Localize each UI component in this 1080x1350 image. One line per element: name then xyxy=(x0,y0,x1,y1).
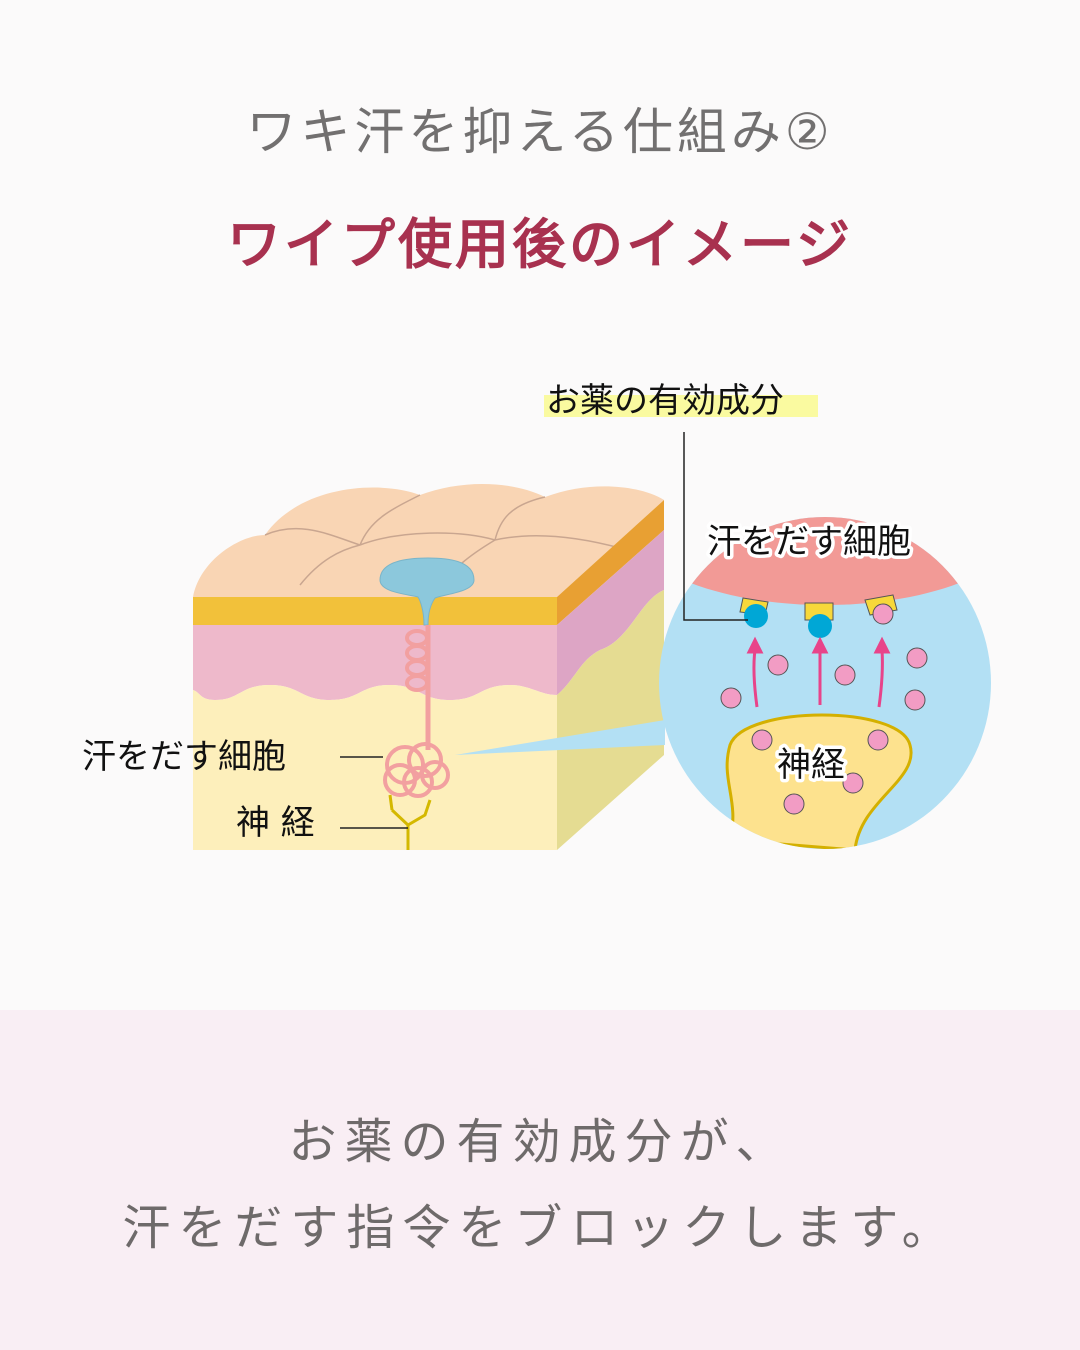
signal-molecules xyxy=(720,603,928,815)
nerve-zoom xyxy=(725,713,913,849)
skin-block xyxy=(193,483,664,850)
signal-arrows xyxy=(746,636,891,708)
skin-diagram: お薬の有効成分 汗をだす細胞 神 経 汗をだす細胞 神経 xyxy=(82,381,991,850)
caption-line-1: お薬の有効成分が、 xyxy=(288,1114,792,1170)
label-sweat-cell-zoom: 汗をだす細胞 xyxy=(707,522,911,562)
page-title: ワキ汗を抑える仕組み② xyxy=(246,103,834,161)
sweat-gland xyxy=(379,557,475,850)
page-subtitle: ワイプ使用後のイメージ xyxy=(227,213,853,276)
label-active-ingredient: お薬の有効成分 xyxy=(546,381,784,421)
label-nerve-zoom: 神経 xyxy=(777,745,845,785)
label-nerve: 神 経 xyxy=(236,803,315,843)
caption-panel: お薬の有効成分が、 汗をだす指令をブロックします。 xyxy=(0,1010,1080,1350)
caption-line-2: 汗をだす指令をブロックします。 xyxy=(122,1200,958,1256)
label-sweat-cell: 汗をだす細胞 xyxy=(82,737,286,777)
active-ingredient-molecules xyxy=(744,604,832,638)
sweat-cell-zoom xyxy=(659,517,991,605)
zoom-circle xyxy=(659,517,991,849)
ingredient-highlight xyxy=(544,395,818,417)
callout-pointer xyxy=(455,720,665,755)
